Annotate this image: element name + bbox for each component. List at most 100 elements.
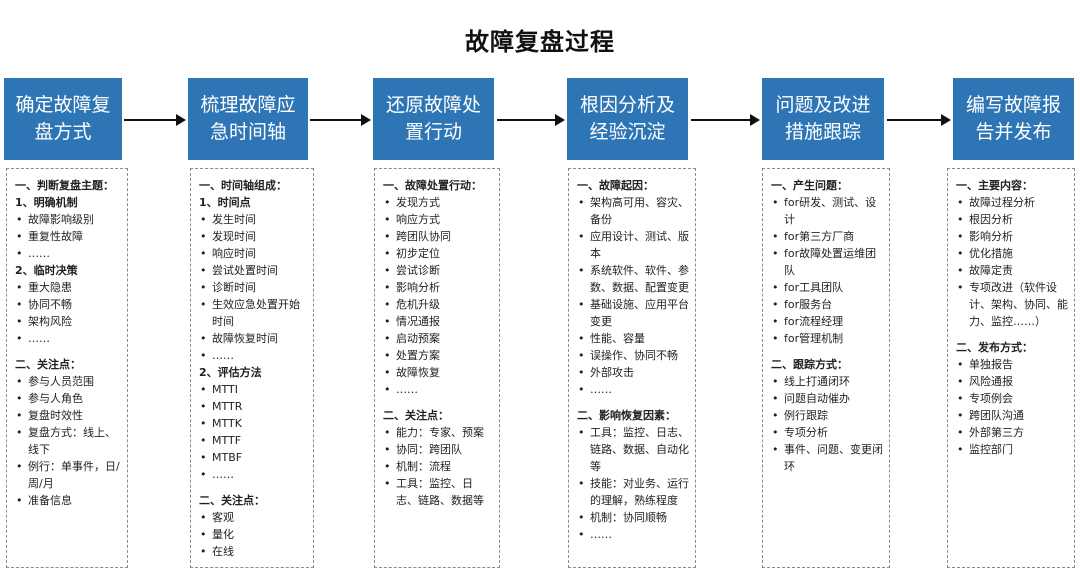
section-spacer xyxy=(577,398,689,407)
bullet-list: 参与人员范围参与人角色复盘时效性复盘方式：线上、线下例行：单事件，日/周/月准备… xyxy=(15,373,121,509)
section-heading: 1、明确机制 xyxy=(15,196,78,209)
detail-card-4: 一、故障起因：架构高可用、容灾、备份应用设计、测试、版本系统软件、软件、参数、数… xyxy=(568,168,696,568)
bullet-item: 外部攻击 xyxy=(577,364,689,381)
bullet-item: 响应时间 xyxy=(199,245,307,262)
bullet-item: 例行跟踪 xyxy=(771,407,883,424)
bullet-item: 响应方式 xyxy=(383,211,493,228)
bullet-item: 初步定位 xyxy=(383,245,493,262)
step-label: 编写故障报告并发布 xyxy=(965,94,1061,143)
bullet-item: 优化措施 xyxy=(956,245,1068,262)
section-heading: 二、关注点： xyxy=(199,494,265,507)
section-heading: 一、时间轴组成： xyxy=(199,179,287,192)
section-heading: 二、跟踪方式： xyxy=(771,358,848,371)
bullet-item: 工具：监控、日志、链路、数据、自动化等 xyxy=(577,424,689,475)
bullet-item: …… xyxy=(15,330,121,347)
bullet-item: 准备信息 xyxy=(15,492,121,509)
bullet-item: 线上打通闭环 xyxy=(771,373,883,390)
bullet-item: 事件、问题、变更闭环 xyxy=(771,441,883,475)
bullet-item: 系统软件、软件、参数、数据、配置变更 xyxy=(577,262,689,296)
flow-arrow xyxy=(691,114,760,126)
bullet-item: 危机升级 xyxy=(383,296,493,313)
step-box-1: 确定故障复盘方式 xyxy=(4,78,122,160)
detail-card-3: 一、故障处置行动： 发现方式响应方式跨团队协同初步定位尝试诊断影响分析危机升级情况… xyxy=(374,168,500,568)
bullet-item: 应用设计、测试、版本 xyxy=(577,228,689,262)
bullet-item: 能力：专家、预案 xyxy=(383,424,493,441)
bullet-item: 工具：监控、日志、链路、数据等 xyxy=(383,475,493,509)
section-heading: 一、判断复盘主题： xyxy=(15,179,114,192)
section-heading: 2、临时决策 xyxy=(15,264,78,277)
bullet-item: 发生时间 xyxy=(199,211,307,228)
step-box-5: 问题及改进措施跟踪 xyxy=(762,78,884,160)
step-label: 梳理故障应急时间轴 xyxy=(200,94,296,143)
bullet-list: MTTIMTTRMTTKMTTFMTBF…… xyxy=(199,381,307,483)
bullet-item: 监控部门 xyxy=(956,441,1068,458)
bullet-item: 单独报告 xyxy=(956,356,1068,373)
detail-card-2: 一、时间轴组成：1、时间点发生时间发现时间响应时间尝试处置时间诊断时间生效应急处… xyxy=(190,168,314,568)
bullet-item: 故障恢复 xyxy=(383,364,493,381)
bullet-item: 专项分析 xyxy=(771,424,883,441)
bullet-item: 架构风险 xyxy=(15,313,121,330)
section-heading: 二、关注点： xyxy=(383,409,449,422)
bullet-item: 跨团队沟通 xyxy=(956,407,1068,424)
bullet-list: 客观量化在线 xyxy=(199,509,307,560)
bullet-item: 影响分析 xyxy=(956,228,1068,245)
bullet-item: MTTR xyxy=(199,398,307,415)
bullet-list: 发现方式响应方式跨团队协同初步定位尝试诊断影响分析危机升级情况通报启动预案处置方… xyxy=(383,194,493,398)
bullet-item: 复盘时效性 xyxy=(15,407,121,424)
bullet-item: for管理机制 xyxy=(771,330,883,347)
section-spacer xyxy=(956,330,1068,339)
bullet-item: 误操作、协同不畅 xyxy=(577,347,689,364)
section-spacer xyxy=(199,483,307,492)
bullet-item: 重复性故障 xyxy=(15,228,121,245)
bullet-item: for流程经理 xyxy=(771,313,883,330)
bullet-item: 专项改进（软件设计、架构、协同、能力、监控……） xyxy=(956,279,1068,330)
bullet-item: 基础设施、应用平台变更 xyxy=(577,296,689,330)
section-spacer xyxy=(383,398,493,407)
section-heading: 二、关注点： xyxy=(15,358,81,371)
bullet-list: 单独报告风险通报专项例会跨团队沟通外部第三方监控部门 xyxy=(956,356,1068,458)
bullet-list: 能力：专家、预案协同：跨团队机制：流程工具：监控、日志、链路、数据等 xyxy=(383,424,493,509)
bullet-item: MTTI xyxy=(199,381,307,398)
bullet-item: MTTF xyxy=(199,432,307,449)
bullet-item: 发现方式 xyxy=(383,194,493,211)
diagram-title: 故障复盘过程 xyxy=(465,28,615,56)
step-box-6: 编写故障报告并发布 xyxy=(953,78,1074,160)
bullet-item: for研发、测试、设计 xyxy=(771,194,883,228)
bullet-item: 故障恢复时间 xyxy=(199,330,307,347)
bullet-list: 故障过程分析根因分析影响分析优化措施故障定责专项改进（软件设计、架构、协同、能力… xyxy=(956,194,1068,330)
bullet-item: 机制：流程 xyxy=(383,458,493,475)
bullet-item: 机制：协同顺畅 xyxy=(577,509,689,526)
step-box-4: 根因分析及经验沉淀 xyxy=(567,78,688,160)
step-box-3: 还原故障处置行动 xyxy=(373,78,494,160)
bullet-item: 故障影响级别 xyxy=(15,211,121,228)
bullet-item: …… xyxy=(577,526,689,543)
bullet-item: 复盘方式：线上、线下 xyxy=(15,424,121,458)
bullet-item: 参与人角色 xyxy=(15,390,121,407)
bullet-item: 处置方案 xyxy=(383,347,493,364)
bullet-item: for工具团队 xyxy=(771,279,883,296)
bullet-item: 启动预案 xyxy=(383,330,493,347)
bullet-item: 根因分析 xyxy=(956,211,1068,228)
bullet-list: 工具：监控、日志、链路、数据、自动化等技能：对业务、运行的理解，熟练程度机制：协… xyxy=(577,424,689,543)
bullet-item: 风险通报 xyxy=(956,373,1068,390)
bullet-item: 重大隐患 xyxy=(15,279,121,296)
bullet-item: 跨团队协同 xyxy=(383,228,493,245)
bullet-item: for服务台 xyxy=(771,296,883,313)
bullet-item: 技能：对业务、运行的理解，熟练程度 xyxy=(577,475,689,509)
step-label: 问题及改进措施跟踪 xyxy=(775,94,871,143)
bullet-item: 在线 xyxy=(199,543,307,560)
section-spacer xyxy=(15,347,121,356)
bullet-item: 参与人员范围 xyxy=(15,373,121,390)
section-spacer xyxy=(771,347,883,356)
bullet-item: …… xyxy=(577,381,689,398)
detail-card-5: 一、产生问题：for研发、测试、设计for第三方厂商for故障处置运维团队for… xyxy=(762,168,890,568)
detail-card-1: 一、判断复盘主题：1、明确机制故障影响级别重复性故障……2、临时决策重大隐患协同… xyxy=(6,168,128,568)
section-heading: 二、影响恢复因素： xyxy=(577,409,676,422)
flow-arrow xyxy=(124,114,186,126)
section-heading: 一、故障处置行动： xyxy=(383,179,482,192)
step-label: 根因分析及经验沉淀 xyxy=(579,94,675,143)
bullet-item: 量化 xyxy=(199,526,307,543)
bullet-item: 生效应急处置开始时间 xyxy=(199,296,307,330)
bullet-item: 专项例会 xyxy=(956,390,1068,407)
bullet-item: 例行：单事件，日/周/月 xyxy=(15,458,121,492)
